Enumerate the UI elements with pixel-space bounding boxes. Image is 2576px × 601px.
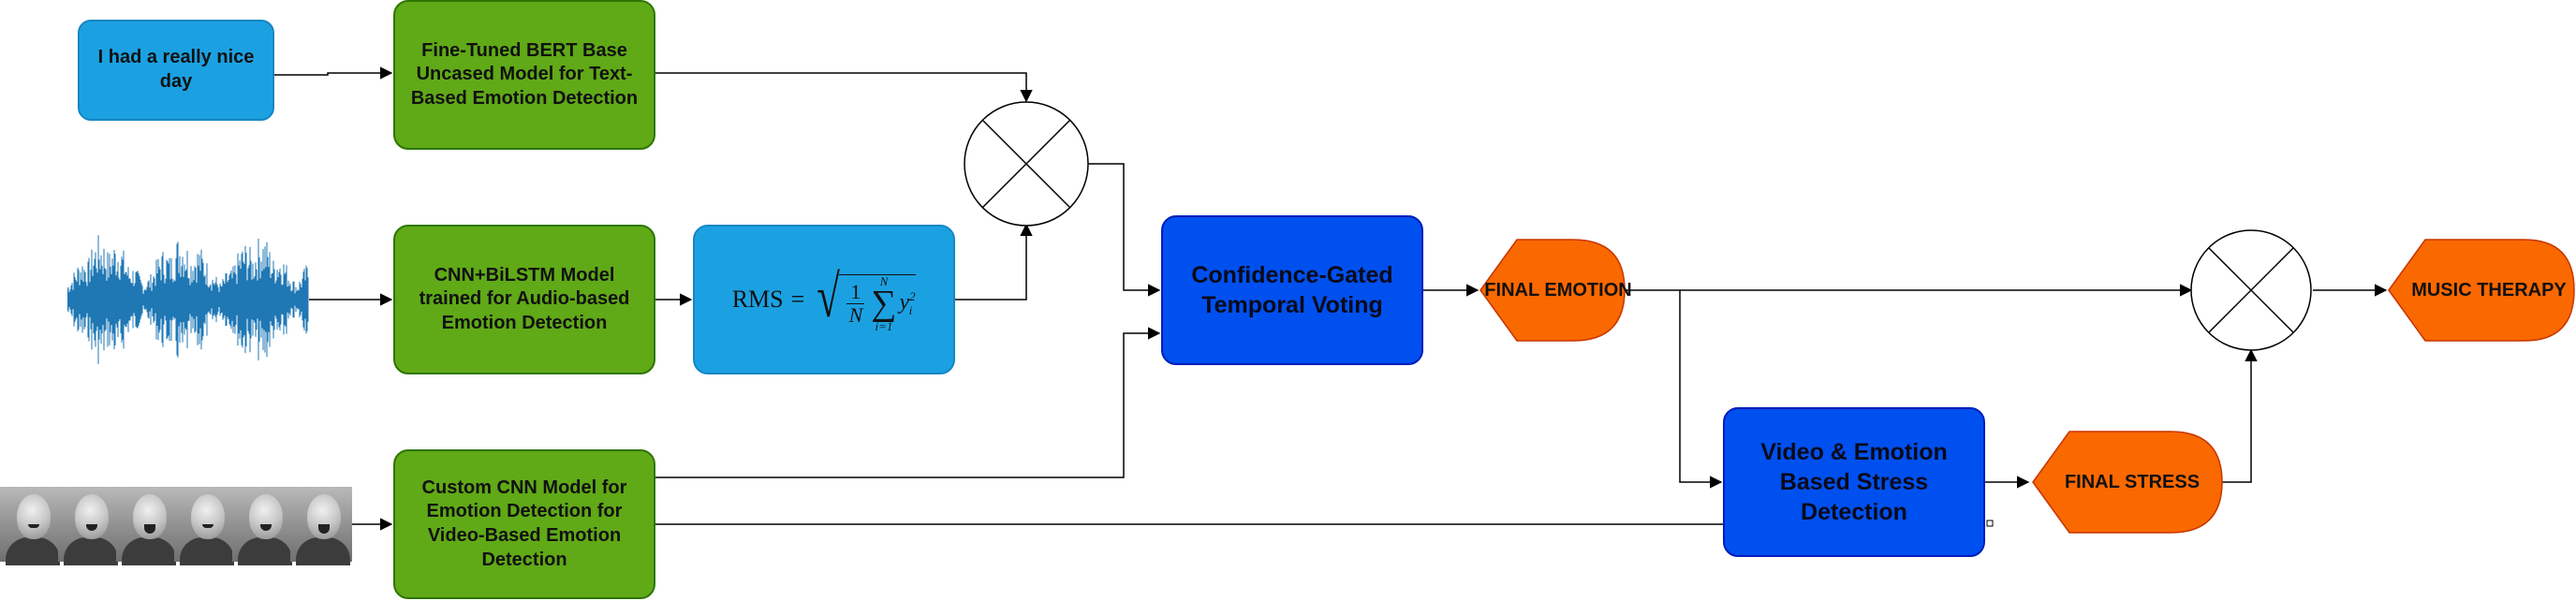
video-frames-icon — [0, 487, 352, 565]
mouth-icon — [260, 524, 272, 531]
shoulders-icon — [238, 537, 292, 565]
edge-emotion-to-stress — [1679, 290, 1723, 489]
mouth-icon — [86, 524, 97, 531]
edge-text-to-bert — [274, 66, 393, 80]
waveform-trace — [67, 235, 309, 364]
rms-term-sup: 2 — [909, 289, 916, 304]
edge-bert-to-junction — [655, 72, 1033, 103]
multiply-junction-icon — [2190, 229, 2312, 351]
rms-frac-num: 1 — [846, 280, 865, 304]
shoulders-icon — [6, 537, 60, 565]
temporal-voting-label: Confidence-Gated Temporal Voting — [1191, 262, 1393, 318]
video-model-box: Custom CNN Model for Emotion Detection f… — [393, 449, 655, 599]
radical-icon: √ — [817, 263, 841, 330]
temporal-voting-box: Confidence-Gated Temporal Voting — [1161, 215, 1423, 365]
rms-summation: N ∑ i=1 — [871, 275, 896, 331]
shoulders-icon — [180, 537, 234, 565]
rms-radicand: 1 N N ∑ i=1 y2i — [839, 274, 917, 332]
shoulders-icon — [122, 537, 176, 565]
face-icon — [249, 494, 283, 539]
edge-junction-to-voting — [1088, 163, 1161, 297]
sigma-icon: ∑ — [871, 284, 897, 324]
face-icon — [75, 494, 109, 539]
stress-detection-label: Video & Emotion Based Stress Detection — [1760, 439, 1948, 525]
video-frame — [290, 487, 352, 565]
rms-sum-upper: N — [879, 274, 889, 289]
music-therapy-shape — [2388, 239, 2575, 342]
video-frame — [174, 487, 236, 565]
audio-waveform-icon — [67, 235, 309, 364]
mouth-icon — [144, 524, 155, 534]
rms-term-var: y — [899, 290, 910, 315]
mouth-icon — [28, 524, 39, 528]
rms-formula-box: RMS = √ 1 N N ∑ i=1 y2i — [693, 225, 955, 374]
edge-rms-to-junction — [955, 223, 1033, 300]
face-icon — [191, 494, 225, 539]
rms-term-sub: i — [908, 303, 913, 318]
mouth-icon — [202, 524, 213, 528]
rms-formula: RMS = √ 1 N N ∑ i=1 y2i — [731, 263, 917, 332]
video-frame — [116, 487, 178, 565]
final-stress-label: FINAL STRESS — [2064, 471, 2201, 492]
mouth-icon — [318, 524, 330, 534]
text-input-box: I had a really nice day — [78, 20, 274, 121]
edge-video-to-voting — [655, 327, 1161, 478]
final-emotion-shape — [1479, 239, 1626, 342]
video-frame — [0, 487, 62, 565]
rms-lhs: RMS — [731, 286, 784, 314]
final-emotion-label: FINAL EMOTION — [1484, 279, 1632, 300]
bert-model-label: Fine-Tuned BERT Base Uncased Model for T… — [410, 39, 639, 109]
rms-fraction: 1 N — [846, 280, 865, 327]
stress-detection-box: Video & Emotion Based Stress Detection — [1723, 407, 1985, 557]
bert-model-box: Fine-Tuned BERT Base Uncased Model for T… — [393, 0, 655, 150]
audio-model-label: CNN+BiLSTM Model trained for Audio-based… — [419, 264, 630, 333]
shoulders-icon — [64, 537, 118, 565]
audio-model-box: CNN+BiLSTM Model trained for Audio-based… — [393, 225, 655, 374]
rms-sum-lower: i=1 — [875, 318, 893, 333]
edge-stress-to-junction — [2221, 348, 2258, 483]
resize-handle — [1986, 520, 1994, 527]
music-therapy-label: MUSIC THERAPY — [2411, 279, 2567, 300]
shoulders-icon — [296, 537, 350, 565]
rms-equals: = — [790, 286, 805, 314]
rms-term: y2i — [899, 288, 916, 318]
multiply-junction-icon — [964, 101, 1089, 227]
text-input-label: I had a really nice day — [97, 47, 255, 92]
rms-sqrt: √ 1 N N ∑ i=1 y2i — [812, 263, 917, 332]
face-icon — [17, 494, 51, 539]
video-frame — [232, 487, 294, 565]
video-model-label: Custom CNN Model for Emotion Detection f… — [421, 476, 627, 570]
rms-frac-den: N — [848, 303, 863, 327]
final-stress-shape — [2032, 431, 2223, 534]
video-frame — [58, 487, 120, 565]
